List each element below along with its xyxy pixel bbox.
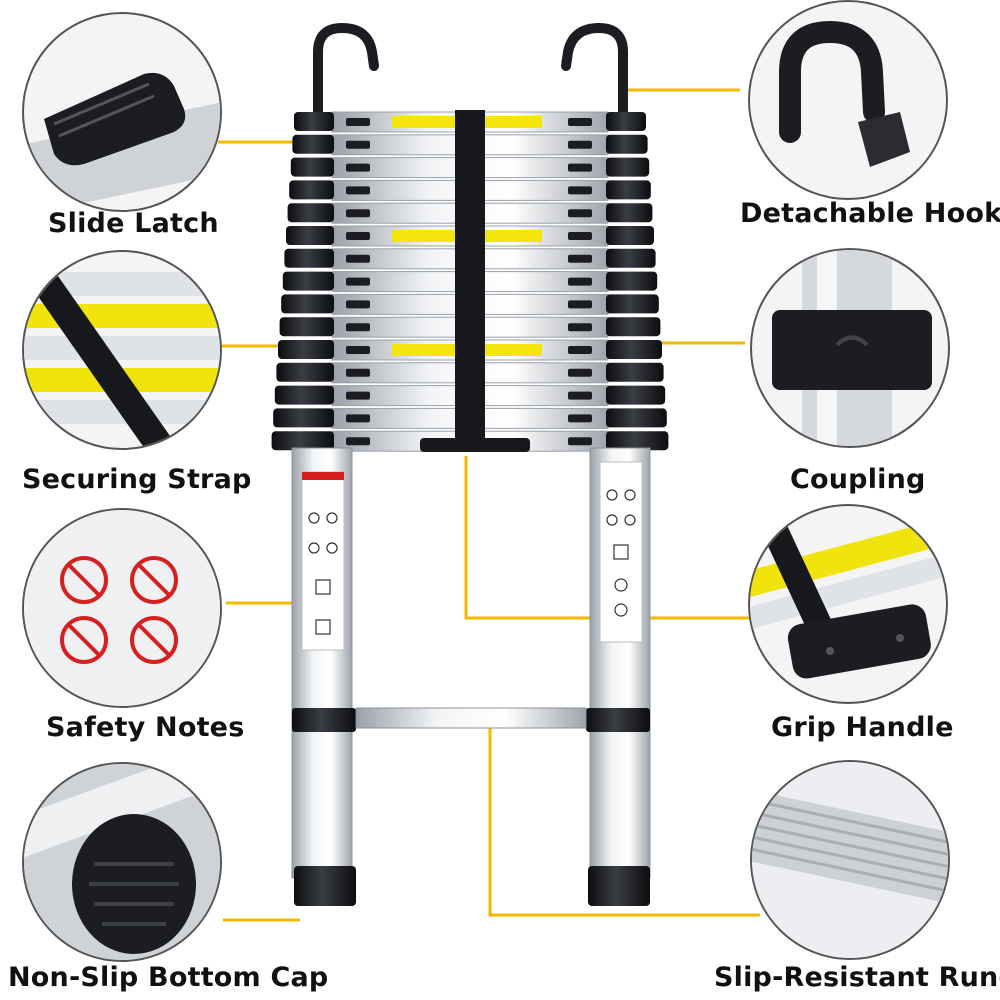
left-collar (282, 271, 334, 291)
left-collar (273, 408, 334, 428)
rung-latch-slot (568, 368, 592, 377)
left-collar (279, 317, 334, 337)
rung-latch-slot (346, 118, 370, 126)
grip-handle-detail (748, 504, 948, 704)
rung-detail (750, 760, 950, 960)
rung-latch-slot (346, 368, 370, 377)
bottom-rung (355, 707, 587, 729)
right-collar (606, 134, 648, 154)
rung-latch-slot (568, 391, 592, 400)
rung-latch-slot (568, 140, 592, 149)
left-collar (271, 431, 334, 451)
left-collar (289, 180, 334, 200)
rung-latch-slot (568, 163, 592, 172)
left-collar (278, 340, 334, 359)
right-collar (606, 317, 661, 337)
right-collar (606, 112, 646, 131)
coupling-detail (750, 248, 950, 448)
rung-latch-slot (346, 209, 370, 218)
rung-latch-slot (346, 323, 370, 332)
rung-latch-slot (568, 232, 592, 240)
left-collar (294, 112, 334, 131)
grip-handle-label: Grip Handle (771, 712, 954, 743)
rung-latch-slot (568, 414, 592, 423)
bottom-cap-label: Non-Slip Bottom Cap (8, 962, 329, 993)
rung-latch-slot (346, 414, 370, 423)
left-foot-cap (294, 866, 356, 906)
right-collar (606, 226, 654, 245)
right-collars (606, 112, 669, 451)
rung-latch-slot (568, 118, 592, 126)
rung-latch-slot (346, 254, 370, 263)
slide-latch-label: Slide Latch (48, 208, 219, 239)
right-collar (606, 408, 667, 428)
left-collars (271, 112, 334, 451)
right-collar (606, 340, 662, 359)
rung-latch-slot (568, 437, 592, 446)
securing-strap-detail (22, 250, 222, 450)
right-collar (606, 385, 666, 405)
right-collar (606, 157, 650, 177)
hooks (313, 22, 628, 117)
rung-latch-slot (346, 232, 370, 240)
left-collar (274, 385, 334, 405)
left-collar (276, 362, 334, 382)
right-collar (606, 203, 653, 223)
leg-labels (301, 461, 643, 651)
detachable-hook-detail (748, 0, 948, 200)
rung-label: Slip-Resistant Rung (714, 962, 1000, 993)
right-collar (606, 248, 656, 268)
rung-latch-slot (568, 186, 592, 195)
securing-strap-label: Securing Strap (22, 464, 252, 495)
coupling-label: Coupling (790, 464, 926, 495)
rung-latch-slot (346, 437, 370, 446)
left-collar (281, 294, 334, 314)
left-collar (290, 157, 334, 177)
left-collar (287, 203, 334, 223)
left-collar (284, 248, 334, 268)
rung-latch-slot (346, 300, 370, 309)
right-collar (606, 271, 658, 291)
rung-latch-slot (568, 277, 592, 286)
safety-notes-detail (22, 508, 222, 708)
detachable-hook-label: Detachable Hook (740, 198, 1000, 229)
left-lower-collar (292, 708, 356, 732)
left-collar (292, 134, 334, 154)
right-collar (606, 431, 669, 451)
bottom-cap-detail (22, 762, 222, 962)
right-collar (606, 180, 651, 200)
grip-handle (420, 438, 530, 452)
rung-latch-slot (346, 346, 370, 354)
rung-latch-slot (346, 163, 370, 172)
right-foot-cap (588, 866, 650, 906)
rung-latch-slot (346, 277, 370, 286)
rung-latch-slot (346, 391, 370, 400)
right-lower-collar (586, 708, 650, 732)
strap (455, 110, 485, 450)
rung-latch-slot (568, 254, 592, 263)
rung-latch-slot (568, 346, 592, 354)
rung-latch-slot (346, 186, 370, 195)
rung-latch-slot (568, 209, 592, 218)
rung-latch-slot (568, 323, 592, 332)
safety-notes-label: Safety Notes (46, 712, 245, 743)
rung-latch-slot (346, 140, 370, 149)
right-collar (606, 294, 659, 314)
slide-latch-detail (22, 12, 222, 212)
rung-latch-slot (568, 300, 592, 309)
left-collar (286, 226, 334, 245)
right-collar (606, 362, 664, 382)
